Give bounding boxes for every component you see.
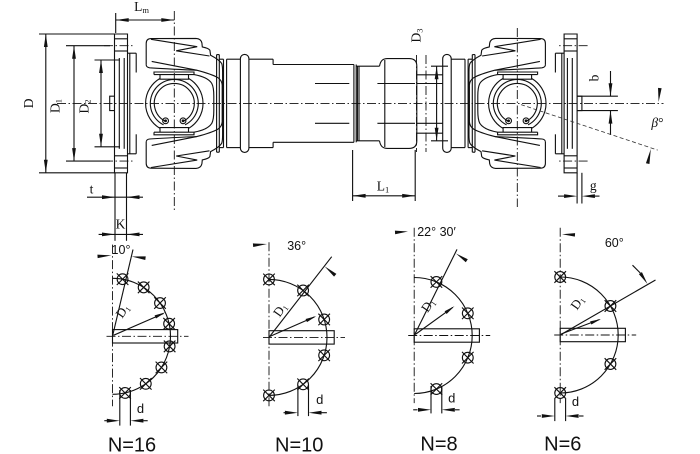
svg-text:10°: 10° xyxy=(112,243,131,257)
svg-text:N=10: N=10 xyxy=(275,435,323,454)
svg-text:N=8: N=8 xyxy=(420,434,457,454)
svg-text:g: g xyxy=(590,178,597,193)
svg-text:d: d xyxy=(448,391,455,406)
svg-text:t: t xyxy=(90,182,94,197)
svg-text:N=6: N=6 xyxy=(544,434,581,454)
svg-text:60°: 60° xyxy=(605,236,624,250)
svg-text:d: d xyxy=(137,401,144,416)
svg-text:D: D xyxy=(21,98,36,108)
svg-text:d: d xyxy=(572,394,579,409)
svg-text:N=16: N=16 xyxy=(108,435,156,454)
svg-text:36°: 36° xyxy=(287,239,306,253)
svg-text:β°: β° xyxy=(650,115,663,130)
svg-text:22° 30′: 22° 30′ xyxy=(417,225,456,239)
svg-text:b: b xyxy=(587,74,602,81)
svg-text:d: d xyxy=(316,392,323,407)
svg-text:K: K xyxy=(116,217,126,232)
